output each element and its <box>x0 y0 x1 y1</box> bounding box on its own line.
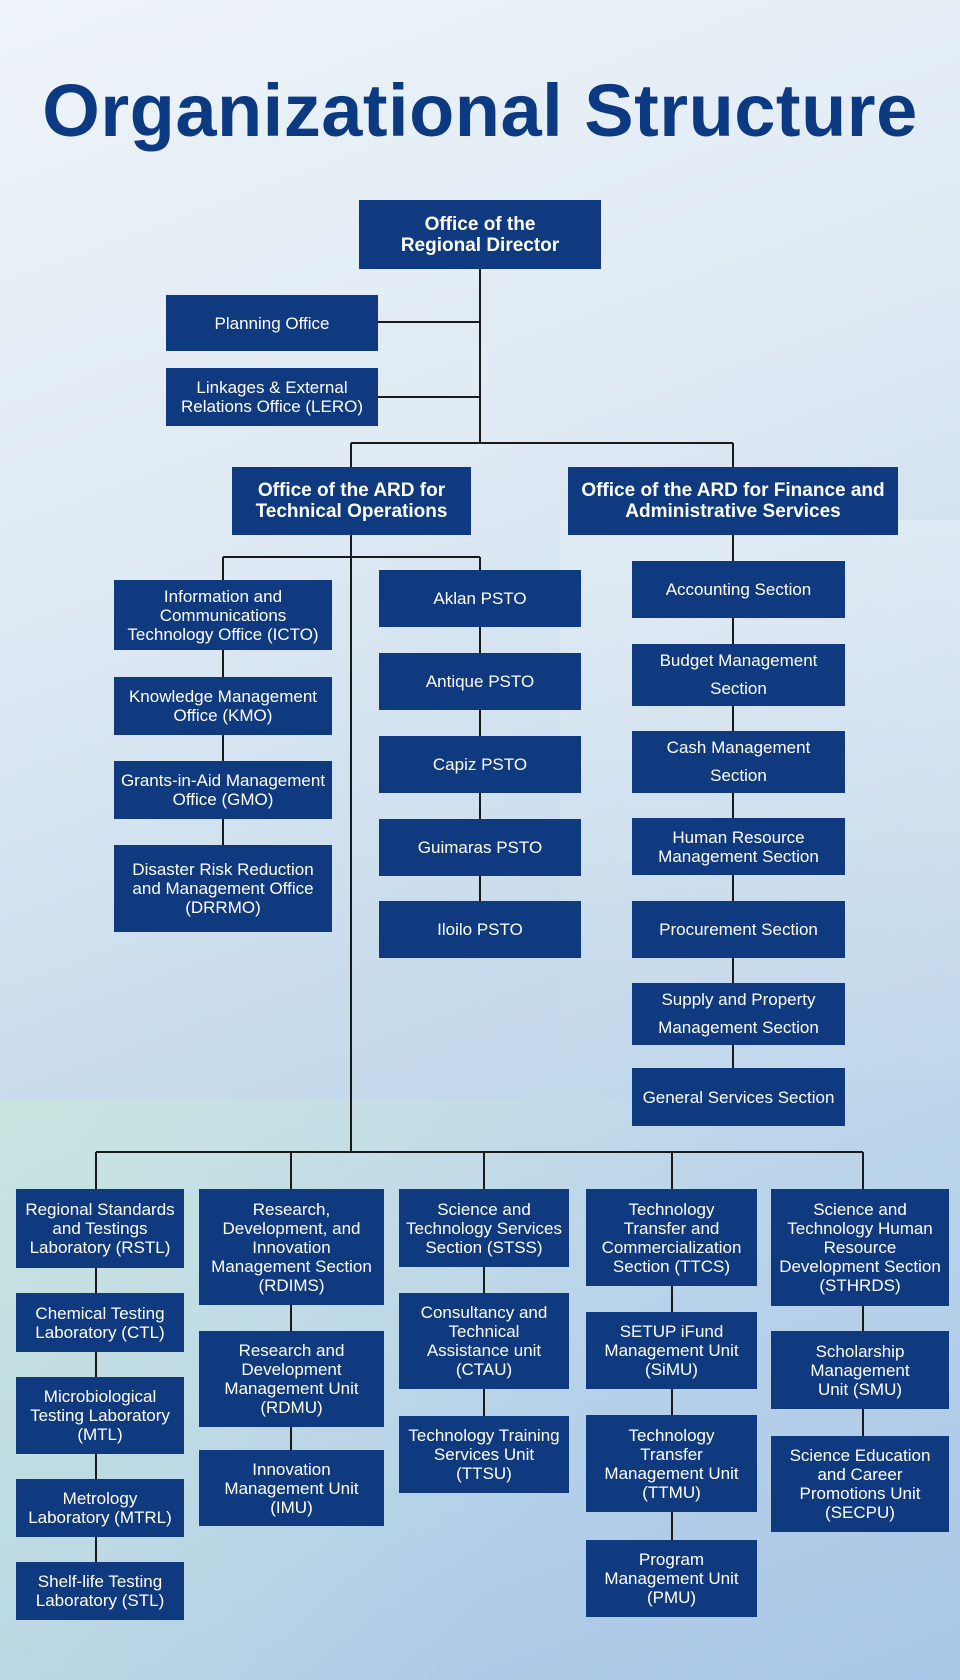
rdmu-unit: Research and Development Management Unit… <box>199 1331 384 1427</box>
procurement-section: Procurement Section <box>632 901 845 958</box>
imu-unit: Innovation Management Unit (IMU) <box>199 1450 384 1526</box>
kmo-office: Knowledge Management Office (KMO) <box>114 677 332 735</box>
ttcs-section: Technology Transfer and Commercializatio… <box>586 1189 757 1286</box>
office-regional-director: Office of the Regional Director <box>359 200 601 269</box>
ctau-unit: Consultancy and Technical Assistance uni… <box>399 1293 569 1389</box>
sthrds-section: Science and Technology Human Resource De… <box>771 1189 949 1306</box>
hr-management-section: Human Resource Management Section <box>632 818 845 875</box>
budget-management-section: Budget Management Section <box>632 644 845 706</box>
drrmo-office: Disaster Risk Reduction and Management O… <box>114 845 332 932</box>
cash-management-section: Cash Management Section <box>632 731 845 793</box>
psto-guimaras: Guimaras PSTO <box>379 819 581 876</box>
rdims-section: Research, Development, and Innovation Ma… <box>199 1189 384 1305</box>
ard-technical-operations: Office of the ARD for Technical Operatio… <box>232 467 471 535</box>
page-title: Organizational Structure <box>42 69 918 152</box>
ttmu-unit: Technology Transfer Management Unit (TTM… <box>586 1415 757 1512</box>
ard-finance-admin: Office of the ARD for Finance and Admini… <box>568 467 898 535</box>
ttsu-unit: Technology Training Services Unit (TTSU) <box>399 1416 569 1493</box>
gmo-office: Grants-in-Aid Management Office (GMO) <box>114 761 332 819</box>
rstl-lab: Regional Standards and Testings Laborato… <box>16 1189 184 1268</box>
pmu-unit: Program Management Unit (PMU) <box>586 1540 757 1617</box>
simu-unit: SETUP iFund Management Unit (SiMU) <box>586 1312 757 1389</box>
mtrl-lab: Metrology Laboratory (MTRL) <box>16 1479 184 1537</box>
stss-section: Science and Technology Services Section … <box>399 1189 569 1267</box>
general-services-section: General Services Section <box>632 1068 845 1126</box>
mtl-lab: Microbiological Testing Laboratory (MTL) <box>16 1377 184 1454</box>
psto-aklan: Aklan PSTO <box>379 570 581 627</box>
icto-office: Information and Communications Technolog… <box>114 580 332 650</box>
stl-lab: Shelf-life Testing Laboratory (STL) <box>16 1562 184 1620</box>
secpu-unit: Science Education and Career Promotions … <box>771 1436 949 1532</box>
psto-iloilo: Iloilo PSTO <box>379 901 581 958</box>
supply-property-section: Supply and Property Management Section <box>632 983 845 1045</box>
psto-capiz: Capiz PSTO <box>379 736 581 793</box>
psto-antique: Antique PSTO <box>379 653 581 710</box>
planning-office: Planning Office <box>166 295 378 351</box>
ctl-lab: Chemical Testing Laboratory (CTL) <box>16 1293 184 1352</box>
lero-office: Linkages & External Relations Office (LE… <box>166 368 378 426</box>
accounting-section: Accounting Section <box>632 561 845 618</box>
smu-unit: Scholarship Management Unit (SMU) <box>771 1331 949 1409</box>
